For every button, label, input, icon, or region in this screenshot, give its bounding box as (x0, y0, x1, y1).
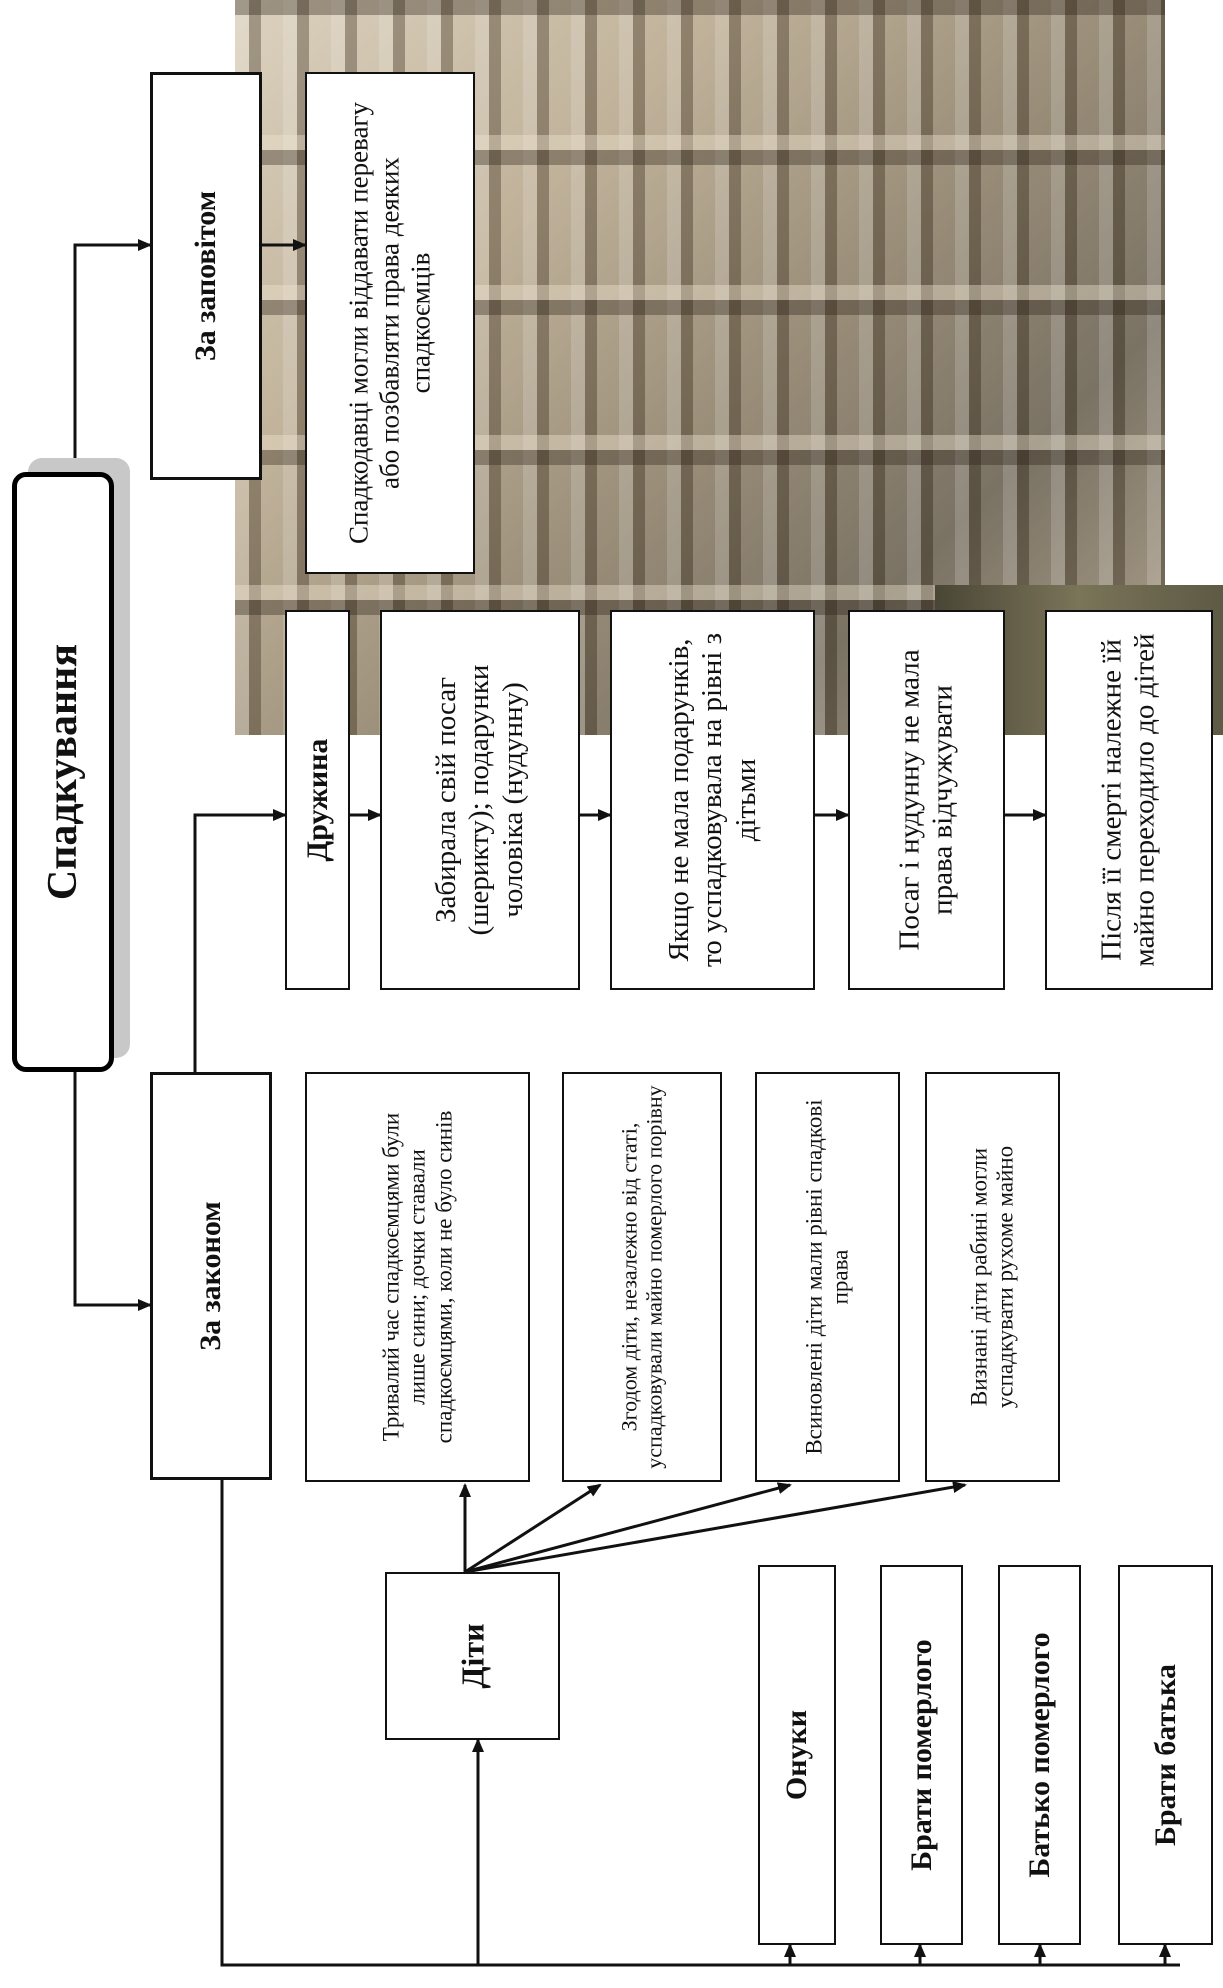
law-label: За законом (193, 1201, 227, 1351)
heir-brothers-deceased-label: Брати померлого (904, 1639, 938, 1871)
will-label: За заповітом (188, 190, 222, 362)
wife-step-3: Посаг і нудунну не мала права відчужуват… (848, 610, 1005, 990)
edge-children-note-2 (464, 1483, 602, 1574)
wife-step-2: Якщо не мала подарунків, то успадковувал… (610, 610, 815, 990)
law-note-2: Згодом діти, незалежно від статі, успадк… (562, 1072, 722, 1482)
edge-root-law (73, 1072, 152, 1311)
heir-father-deceased-label: Батько померлого (1022, 1632, 1056, 1878)
will-node: За заповітом (150, 72, 262, 480)
law-note-4: Визнані діти рабині могли успадкувати ру… (925, 1072, 1060, 1482)
edge-law-wife (193, 809, 287, 1072)
edge-children-note-3 (464, 1482, 792, 1574)
law-note-3: Всиновлені діти мали рівні спадкові прав… (755, 1072, 900, 1482)
root-label: Спадкування (39, 643, 86, 901)
root-node: Спадкування (12, 472, 114, 1072)
wife-step-1: Забирала свій посаг (шерикту); подарунки… (380, 610, 580, 990)
will-note: Спадкодавці могли віддавати перевагу або… (305, 72, 475, 574)
law-note-2-text: Згодом діти, незалежно від статі, успадк… (616, 1085, 667, 1469)
law-node: За законом (150, 1072, 272, 1480)
wife-step-1-text: Забирала свій посаг (шерикту); подарунки… (429, 664, 529, 936)
wife-step-4-text: Після її смерті належне їй майно переход… (1095, 633, 1161, 967)
heir-grandchildren-label: Онуки (779, 1709, 813, 1801)
law-note-3-text: Всиновлені діти мали рівні спадкові прав… (801, 1099, 853, 1455)
heir-brothers-deceased: Брати померлого (880, 1565, 963, 1945)
will-note-text: Спадкодавці могли віддавати перевагу або… (343, 101, 436, 545)
wife-step-2-text: Якщо не мала подарунків, то успадковувал… (662, 632, 762, 968)
children-node: Діти (385, 1572, 560, 1740)
wife-label: Дружина (300, 738, 334, 862)
heir-father-brothers-label: Брати батька (1148, 1664, 1182, 1846)
edge-children-note-4 (464, 1481, 967, 1574)
heir-father-deceased: Батько померлого (998, 1565, 1081, 1945)
wife-node: Дружина (285, 610, 350, 990)
law-note-1: Тривалий час спадкоємцями були лише сини… (305, 1072, 530, 1482)
children-label: Діти (454, 1623, 491, 1689)
edge-root-will (73, 239, 152, 472)
law-note-4-text: Визнані діти рабині могли успадкувати ру… (966, 1145, 1018, 1409)
heir-grandchildren: Онуки (758, 1565, 836, 1945)
wife-step-3-text: Посаг і нудунну не мала права відчужуват… (893, 649, 959, 951)
wife-step-4: Після її смерті належне їй майно переход… (1045, 610, 1213, 990)
heir-father-brothers: Брати батька (1118, 1565, 1213, 1945)
edge-law-bus (220, 1480, 1180, 1967)
law-note-1-text: Тривалий час спадкоємцями були лише сини… (377, 1110, 456, 1444)
